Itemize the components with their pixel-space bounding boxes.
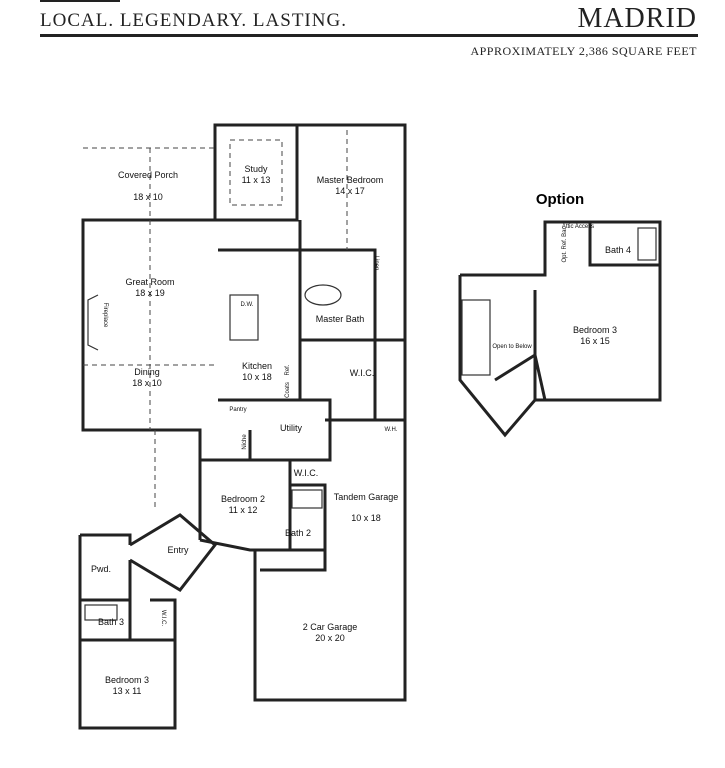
dining-size: 18 x 10 (132, 378, 162, 388)
dining-name: Dining (134, 367, 160, 377)
option-label: Option (536, 191, 584, 208)
linen-label: Linen (373, 256, 379, 271)
study-walls (213, 123, 299, 222)
plan-name: MADRID (577, 3, 697, 34)
kitchen-island (229, 294, 259, 341)
opt-open-label: Open to Below (492, 344, 532, 350)
opt-attic-label: Attic Access (562, 224, 594, 230)
opt-bedroom3-size: 16 x 15 (580, 336, 610, 346)
opt-bedroom3-name: Bedroom 3 (573, 325, 617, 335)
tandem-garage-size: 10 x 18 (351, 513, 381, 523)
master-bath-name: Master Bath (316, 314, 365, 324)
covered-porch-name: Covered Porch (118, 170, 178, 180)
coats-label: Coats (285, 382, 291, 398)
master-tub-icon (304, 284, 342, 306)
bath2-tub-icon (291, 489, 323, 509)
kitchen-name: Kitchen (242, 361, 272, 371)
tandem-garage-name: Tandem Garage (334, 492, 399, 502)
kitchen-size: 10 x 18 (242, 372, 272, 382)
pantry-label: Pantry (229, 407, 246, 413)
utility-label: Utility (280, 423, 302, 433)
header: LOCAL. LEGENDARY. LASTING. MADRID APPROX… (0, 0, 725, 60)
dw-label: D.W. (241, 302, 254, 308)
study-name: Study (244, 164, 268, 174)
header-rule (40, 34, 698, 37)
master-bedroom-name: Master Bedroom (317, 175, 384, 185)
entry-label: Entry (167, 545, 189, 555)
opt-outline (458, 220, 662, 438)
study-size: 11 x 13 (242, 175, 271, 185)
bed3-wic-label: W.I.C. (160, 610, 166, 627)
opt-bath4-label: Bath 4 (605, 245, 631, 255)
stairs (461, 299, 491, 376)
bath4-tub-icon (637, 227, 657, 261)
bath2-label: Bath 2 (285, 528, 311, 538)
bed2-wic-label: W.I.C. (294, 468, 319, 478)
two-car-garage-size: 20 x 20 (315, 633, 345, 643)
brand-bar (40, 0, 120, 2)
great-room-name: Great Room (125, 277, 174, 287)
bath3-label: Bath 3 (98, 617, 124, 627)
square-feet: APPROXIMATELY 2,386 SQUARE FEET (470, 44, 697, 58)
bedroom2-name: Bedroom 2 (221, 494, 265, 504)
refrigerator-label: Ref. (285, 364, 291, 375)
fixture-labels: D.W. W.H. Linen Ref. Niche Coats Opt. Re… (241, 227, 569, 449)
opt-ref-bar-label: Opt. Ref. Bar (562, 227, 568, 262)
master-wic-label: W.I.C. (350, 368, 375, 378)
covered-porch-size: 18 x 10 (133, 192, 163, 202)
bath3-tub-icon (84, 604, 118, 621)
powder-label: Pwd. (91, 564, 111, 574)
great-room-size: 18 x 19 (135, 288, 165, 298)
tagline: LOCAL. LEGENDARY. LASTING. (40, 10, 347, 31)
water-heater-label: W.H. (385, 427, 398, 433)
master-bedroom-size: 14 x 17 (335, 186, 365, 196)
niche-label: Niche (242, 434, 248, 450)
two-car-garage-name: 2 Car Garage (303, 622, 358, 632)
bedroom2-size: 11 x 12 (229, 505, 258, 515)
bedroom3-size: 13 x 11 (113, 686, 142, 696)
fireplace-label: Fireplace (102, 303, 108, 328)
bedroom3-name: Bedroom 3 (105, 675, 149, 685)
porch-wall (81, 125, 217, 540)
room-labels: Covered Porch 18 x 10 Study 11 x 13 Mast… (91, 164, 631, 696)
